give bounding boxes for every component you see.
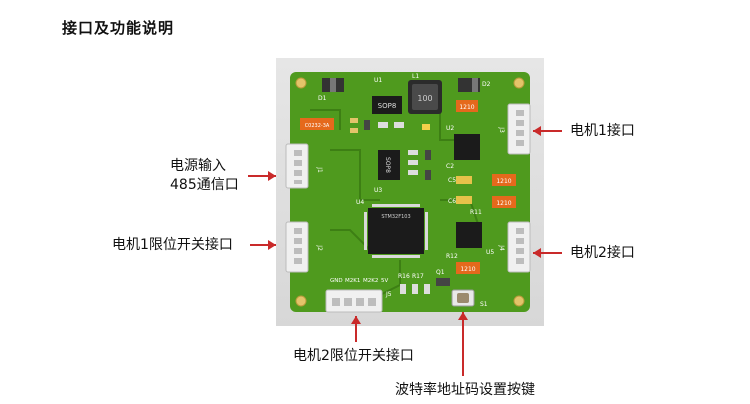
svg-text:GND: GND: [330, 278, 343, 284]
label-power-input-line2: 485通信口: [170, 177, 239, 193]
cap-1210-c: [492, 196, 516, 208]
svg-text:1210: 1210: [460, 266, 475, 273]
cap-1210-a: [456, 100, 478, 112]
svg-text:R12: R12: [446, 253, 458, 260]
svg-text:Q1: Q1: [436, 269, 445, 276]
inductor-label: 100: [417, 94, 432, 103]
ref-u4: U4: [356, 199, 364, 206]
mount-hole-bl: [295, 295, 307, 307]
arrowhead-motor2-port: [533, 248, 541, 258]
label-motor2-limit: 电机2限位开关接口: [293, 348, 414, 364]
chip-sop8-mid: [378, 150, 400, 180]
svg-text:J4: J4: [498, 244, 505, 251]
cap-c6: [456, 196, 472, 204]
connector-motor1-limit: [285, 221, 309, 273]
ref-u2: U2: [446, 125, 454, 132]
svg-text:J5: J5: [385, 291, 392, 298]
ref-u1: U1: [374, 77, 382, 84]
mount-hole-tr: [513, 77, 525, 89]
chip-driver-2: [456, 222, 482, 248]
label-motor2-port: 电机2接口: [570, 245, 635, 261]
ref-d2: D2: [482, 81, 491, 88]
svg-text:J3: J3: [498, 126, 505, 133]
svg-text:1210: 1210: [496, 178, 511, 185]
label-motor1-port: 电机1接口: [570, 123, 635, 139]
svg-text:R11: R11: [470, 209, 482, 216]
ref-d1: D1: [318, 95, 327, 102]
svg-text:R16: R16: [398, 273, 410, 280]
cap-left: [300, 118, 334, 130]
led: [422, 124, 430, 130]
svg-text:C6: C6: [448, 198, 456, 205]
label-motor1-limit: 电机1限位开关接口: [112, 237, 233, 253]
arrowhead-motor1-limit: [268, 240, 276, 250]
chip-sop8-mid-label: SOP8: [384, 157, 391, 173]
svg-text:C5: C5: [448, 177, 456, 184]
cap-1210-d: [456, 262, 480, 274]
cap-c5: [456, 176, 472, 184]
mount-hole-tl: [295, 77, 307, 89]
ref-c2: C2: [446, 163, 454, 170]
chip-main-mcu: [368, 208, 424, 254]
svg-text:R17: R17: [412, 273, 424, 280]
connector-motor2: [507, 221, 531, 273]
arrowhead-motor2-limit: [351, 316, 361, 324]
svg-text:1210: 1210: [496, 200, 511, 207]
arrowhead-baud-button: [458, 312, 468, 320]
label-power-input-line1: 电源输入: [170, 158, 226, 174]
ref-l1: L1: [412, 73, 419, 80]
chip-sop8-top: [372, 96, 402, 114]
chip-driver-1: [454, 134, 480, 160]
svg-text:J2: J2: [316, 244, 323, 251]
mount-hole-br: [513, 295, 525, 307]
svg-text:M2K1: M2K1: [345, 278, 360, 284]
ref-u3: U3: [374, 187, 382, 194]
arrowhead-power-input: [268, 171, 276, 181]
svg-text:1210: 1210: [459, 104, 474, 111]
ref-u5: U5: [486, 249, 494, 256]
svg-text:M2K2: M2K2: [363, 278, 378, 284]
svg-text:J1: J1: [316, 166, 323, 173]
svg-text:S1: S1: [480, 301, 488, 308]
page-title: 接口及功能说明: [62, 19, 175, 37]
arrowhead-motor1-port: [533, 126, 541, 136]
connector-motor1: [507, 103, 531, 155]
svg-text:5V: 5V: [381, 278, 388, 284]
connector-motor2-limit: [325, 289, 383, 313]
chip-main-label: STM32F103: [381, 214, 410, 220]
svg-text:C0232-3A: C0232-3A: [305, 123, 330, 129]
chip-sop8-top-label: SOP8: [378, 102, 397, 110]
label-baud-button: 波特率地址码设置按键: [395, 382, 535, 398]
cap-1210-b: [492, 174, 516, 186]
